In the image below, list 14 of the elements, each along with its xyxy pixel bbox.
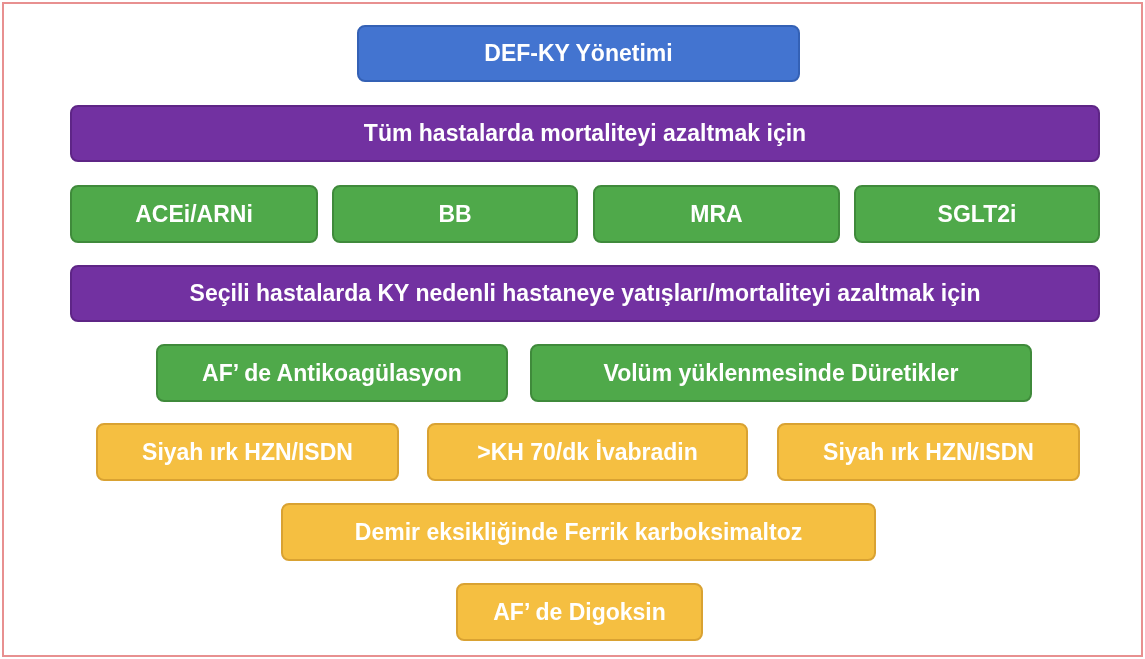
treatment-box: Siyah ırk HZN/ISDN: [96, 423, 399, 481]
treatment-box: Volüm yüklenmesinde Düretikler: [530, 344, 1032, 402]
title-box: DEF-KY Yönetimi: [357, 25, 800, 82]
treatment-box: AF’ de Antikoagülasyon: [156, 344, 508, 402]
treatment-box: SGLT2i: [854, 185, 1100, 243]
category-banner: Tüm hastalarda mortaliteyi azaltmak için: [70, 105, 1100, 162]
category-banner: Seçili hastalarda KY nedenli hastaneye yatışları/mortaliteyi azaltmak için: [70, 265, 1100, 322]
treatment-box: Demir eksikliğinde Ferrik karboksimaltoz: [281, 503, 876, 561]
treatment-box: ACEi/ARNi: [70, 185, 318, 243]
treatment-box: Siyah ırk HZN/ISDN: [777, 423, 1080, 481]
treatment-box: >KH 70/dk İvabradin: [427, 423, 748, 481]
treatment-box: MRA: [593, 185, 840, 243]
treatment-box: BB: [332, 185, 578, 243]
treatment-box: AF’ de Digoksin: [456, 583, 703, 641]
